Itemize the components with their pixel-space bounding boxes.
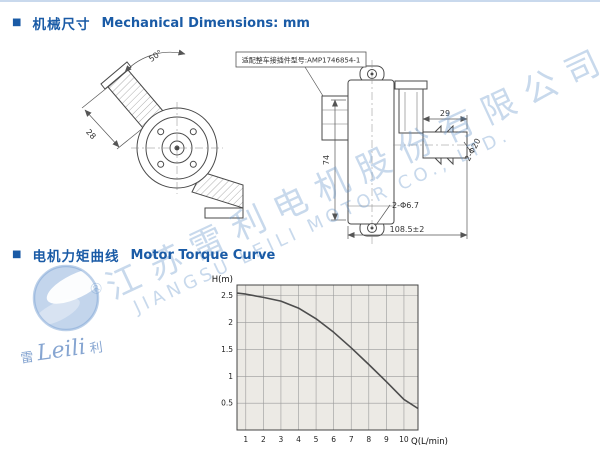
leader-line	[304, 66, 324, 97]
extension-line	[116, 127, 144, 150]
screw-hole	[189, 128, 197, 136]
pump-front-view	[321, 60, 475, 244]
logo-swoosh-2	[34, 298, 80, 326]
x-tick-label: 5	[314, 435, 319, 444]
dim-angle-label: 50°	[147, 48, 164, 64]
header-mechanical-dimensions: ■ 机械尺寸 Mechanical Dimensions: mm	[12, 13, 310, 34]
dim-holes-label: 2-Φ6.7	[392, 201, 419, 210]
leader-line	[463, 141, 472, 153]
y-tick-label: 1.5	[221, 345, 233, 354]
header-motor-torque-curve: ■ 电机力矩曲线 Motor Torque Curve	[12, 245, 276, 266]
x-axis-label: Q(L/min)	[411, 437, 448, 447]
section-bullet-icon: ■	[12, 249, 22, 260]
x-tick-label: 7	[349, 435, 354, 444]
x-tick-label: 6	[331, 435, 336, 444]
torque-title-cn: 电机力矩曲线	[32, 249, 120, 265]
right-view-dimensions	[331, 99, 472, 239]
x-tick-label: 8	[366, 435, 371, 444]
barb-ridge	[445, 124, 454, 133]
screw-hole	[189, 160, 197, 168]
y-axis-label: H(m)	[212, 275, 233, 285]
logo-cn-right: 利	[88, 340, 104, 357]
mech-title-cn: 机械尺寸	[32, 17, 91, 33]
x-tick-label: 2	[261, 435, 266, 444]
chart-generated-layer: 1 2 3 4 5 6 7 8 9 10 0.5 1 1.5 2 2.5	[221, 284, 419, 444]
dim-29-label: 29	[440, 109, 450, 118]
x-tick-label: 4	[296, 435, 301, 444]
x-tick-label: 9	[384, 435, 389, 444]
top-rule	[0, 0, 600, 2]
y-tick-label: 2.5	[221, 291, 233, 300]
pump-side-view	[100, 61, 244, 219]
y-tick-label: 2	[228, 318, 233, 327]
angle-dimension-arc	[124, 49, 186, 73]
left-view-dimensions	[81, 49, 186, 150]
x-tick-label: 3	[279, 435, 284, 444]
leader-line	[375, 204, 391, 226]
y-tick-label: 1	[228, 372, 233, 381]
connector-model-label: 适配整车接插件型号:AMP1746854-1	[242, 56, 361, 65]
plot-border	[236, 284, 419, 431]
mount-foot	[204, 207, 244, 219]
pump-body	[347, 79, 395, 225]
dim-length-label: 108.5±2	[390, 225, 425, 234]
torque-curve	[236, 292, 419, 410]
screw-hole	[157, 160, 165, 168]
dimension-line	[84, 109, 120, 148]
y-tick-label: 0.5	[221, 399, 233, 408]
barb-ridge	[433, 124, 442, 133]
x-tick-label: 10	[399, 435, 409, 444]
connector-callout: 适配整车接插件型号:AMP1746854-1	[235, 51, 367, 97]
torque-title-en: Motor Torque Curve	[130, 247, 276, 263]
plot-area	[237, 285, 418, 430]
connector-label-box	[235, 51, 367, 68]
mechanical-drawing: 50° 28	[81, 48, 483, 244]
dim-28-label: 28	[84, 128, 98, 142]
dim-74-label: 74	[322, 155, 331, 165]
top-port-flange	[394, 80, 428, 90]
top-port	[398, 88, 424, 134]
mech-title-en: Mechanical Dimensions: mm	[101, 15, 310, 31]
screw-hole	[157, 128, 165, 136]
x-tick-label: 1	[243, 435, 248, 444]
barb-ridge	[433, 157, 442, 166]
section-bullet-icon: ■	[12, 17, 22, 28]
extension-line	[81, 86, 109, 109]
torque-chart: 1 2 3 4 5 6 7 8 9 10 0.5 1 1.5 2 2.5 H(m) Q(L/min)	[212, 275, 448, 447]
barb-ridge	[445, 157, 454, 166]
logo-cn-left: 雷	[19, 349, 35, 367]
leili-logo-icon	[32, 264, 106, 332]
